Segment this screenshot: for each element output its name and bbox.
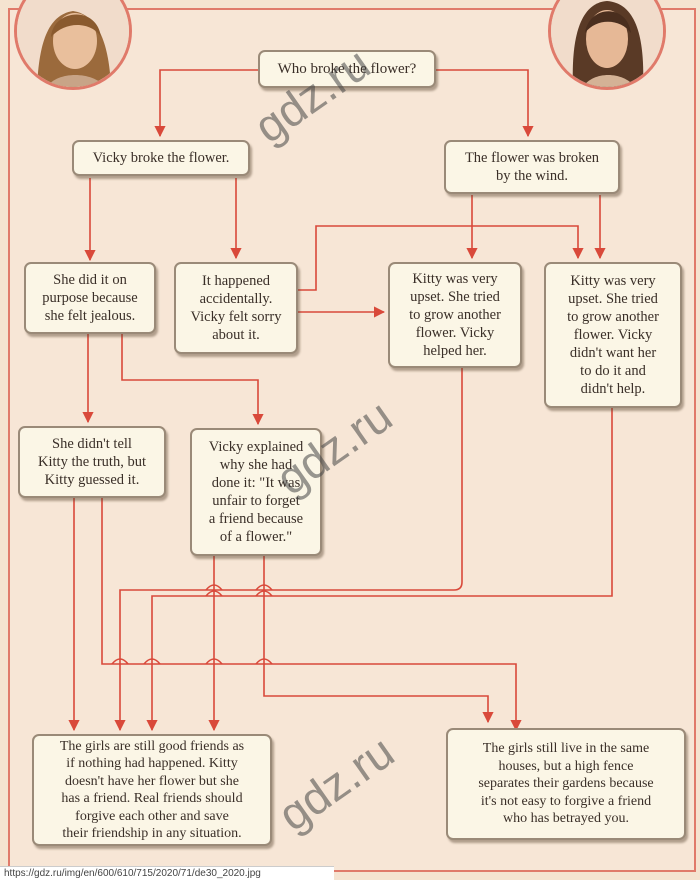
node-root-question: Who broke the flower? <box>258 50 436 88</box>
node-kitty-vicky-helped: Kitty was very upset. She tried to grow … <box>388 262 522 368</box>
source-url: https://gdz.ru/img/en/600/610/715/2020/7… <box>0 866 334 880</box>
node-still-friends: The girls are still good friends as if n… <box>32 734 272 846</box>
node-vicky-explained: Vicky explained why she had done it: "It… <box>190 428 322 556</box>
avatar-kitty <box>14 0 132 90</box>
node-kitty-vicky-no-help: Kitty was very upset. She tried to grow … <box>544 262 682 408</box>
node-vicky-broke: Vicky broke the flower. <box>72 140 250 176</box>
node-high-fence: The girls still live in the same houses,… <box>446 728 686 840</box>
node-wind-broke: The flower was broken by the wind. <box>444 140 620 194</box>
girl-portrait-icon <box>17 0 129 87</box>
girl-portrait-icon <box>551 0 663 87</box>
node-didnt-tell-truth: She didn't tell Kitty the truth, but Kit… <box>18 426 166 498</box>
node-accidentally: It happened accidentally. Vicky felt sor… <box>174 262 298 354</box>
node-on-purpose: She did it on purpose because she felt j… <box>24 262 156 334</box>
avatar-vicky <box>548 0 666 90</box>
